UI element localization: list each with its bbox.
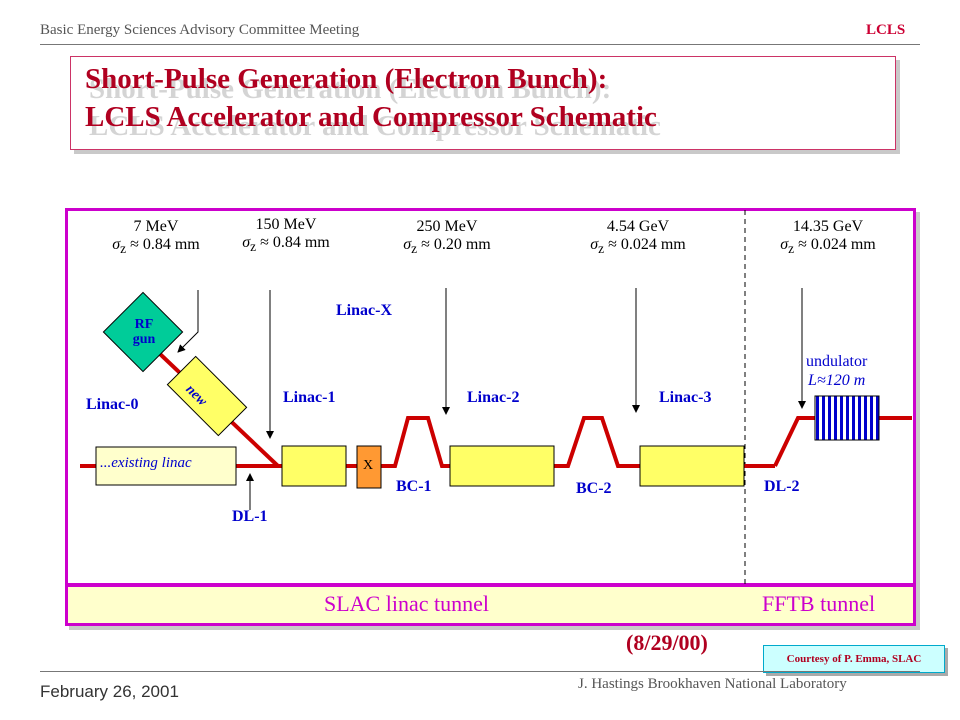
linac-2-label: Linac-2 <box>467 389 520 406</box>
x-band-label: X <box>363 458 374 473</box>
title-box: Short-Pulse Generation (Electron Bunch):… <box>70 56 896 150</box>
fftb-tunnel-label: FFTB tunnel <box>762 591 876 616</box>
bc2-chicane <box>556 416 640 468</box>
dl-1-label: DL-1 <box>232 508 268 525</box>
undulator-label: undulator L≈120 m <box>806 353 868 389</box>
sigma-line: σz ≈ 0.84 mm <box>242 234 330 255</box>
linac-0-label: Linac-0 <box>86 396 139 413</box>
title-shadow-line-1: Short-Pulse Generation (Electron Bunch): <box>89 73 612 105</box>
slac-tunnel-label: SLAC linac tunnel <box>324 591 489 616</box>
sigma-line: σz ≈ 0.84 mm <box>112 236 200 257</box>
dl-2-label: DL-2 <box>764 478 800 495</box>
energy-value: 250 MeV <box>416 218 478 235</box>
linac-3-label: Linac-3 <box>659 389 712 406</box>
title-line-2: LCLS Accelerator and Compressor Schemati… <box>85 101 657 133</box>
energy-label-1: 7 MeV σz ≈ 0.84 mm <box>96 218 216 257</box>
linac-3-box <box>639 445 745 487</box>
energy-value: 14.35 GeV <box>792 218 864 235</box>
energy-label-3: 250 MeV σz ≈ 0.20 mm <box>382 218 512 257</box>
energy-value: 4.54 GeV <box>606 218 670 235</box>
energy-label-5: 14.35 GeV σz ≈ 0.024 mm <box>758 218 898 257</box>
header-meeting-title: Basic Energy Sciences Advisory Committee… <box>40 22 360 38</box>
energy-label-2: 150 MeV σz ≈ 0.84 mm <box>226 216 346 255</box>
bc1-chicane <box>380 416 450 468</box>
header-rule <box>40 44 920 45</box>
title-shadow-line-2: LCLS Accelerator and Compressor Schemati… <box>89 110 661 142</box>
arrow-7mev <box>177 290 199 353</box>
footer-author: J. Hastings Brookhaven National Laborato… <box>578 676 847 692</box>
courtesy-note: Courtesy of P. Emma, SLAC <box>763 645 945 673</box>
linac-1-box <box>281 445 347 487</box>
title-line-1: Short-Pulse Generation (Electron Bunch): <box>85 63 608 95</box>
header-lcls: LCLS <box>866 22 906 38</box>
existing-linac-box <box>95 446 237 486</box>
sigma-line: σz ≈ 0.024 mm <box>780 236 876 257</box>
linac-0-box <box>166 355 248 437</box>
linac-1-label: Linac-1 <box>283 389 336 406</box>
undulator-box <box>814 395 880 441</box>
linac-x-label: Linac-X <box>336 302 392 319</box>
energy-label-4: 4.54 GeV σz ≈ 0.024 mm <box>568 218 708 257</box>
schematic-date: (8/29/00) <box>626 630 708 655</box>
tunnel-bar: SLAC linac tunnel FFTB tunnel <box>65 584 916 626</box>
bc-2-label: BC-2 <box>576 480 612 497</box>
footer-rule <box>40 671 920 672</box>
sigma-line: σz ≈ 0.20 mm <box>403 236 491 257</box>
rf-gun-box <box>102 291 184 373</box>
bc-1-label: BC-1 <box>396 478 432 495</box>
rf-gun-label: RF gun <box>132 317 156 347</box>
linac-2-box <box>449 445 555 487</box>
existing-linac-label: ...existing linac <box>100 455 192 471</box>
linac-x-box <box>356 445 382 489</box>
footer-date: February 26, 2001 <box>40 682 179 701</box>
energy-value: 7 MeV <box>133 218 179 235</box>
sigma-line: σz ≈ 0.024 mm <box>590 236 686 257</box>
energy-value: 150 MeV <box>255 216 317 233</box>
